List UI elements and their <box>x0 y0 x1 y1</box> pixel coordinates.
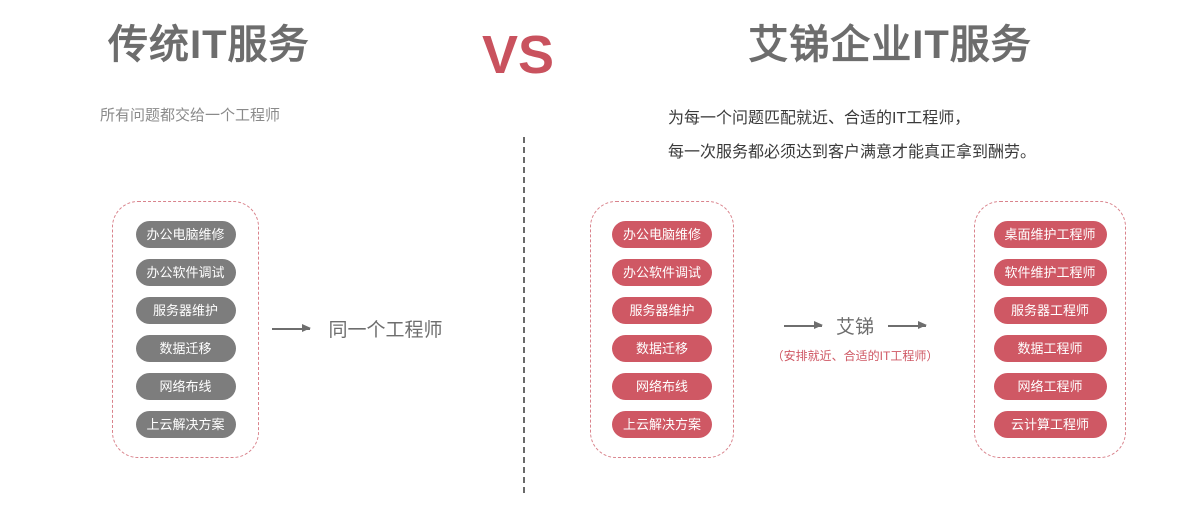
left-flow-label: 同一个工程师 <box>328 320 443 341</box>
right-service-list: 办公电脑维修 办公软件调试 服务器维护 数据迁移 网络布线 上云解决方案 <box>590 201 734 458</box>
list-item: 软件维护工程师 <box>993 259 1107 286</box>
list-item: 上云解决方案 <box>135 411 236 438</box>
list-item: 上云解决方案 <box>612 411 712 438</box>
list-item: 服务器维护 <box>135 297 236 324</box>
list-item: 网络布线 <box>612 373 712 400</box>
list-item: 数据迁移 <box>612 335 712 362</box>
list-item: 服务器维护 <box>612 297 712 324</box>
list-item: 办公软件调试 <box>135 259 236 286</box>
list-item: 数据工程师 <box>993 335 1107 362</box>
list-item: 云计算工程师 <box>993 411 1107 438</box>
arrow-right-icon <box>888 321 928 329</box>
left-service-list: 办公电脑维修 办公软件调试 服务器维护 数据迁移 网络布线 上云解决方案 <box>112 201 259 458</box>
list-item: 办公电脑维修 <box>612 221 712 248</box>
right-panel-subtitle: 为每一个问题匹配就近、合适的IT工程师， 每一次服务都必须达到客户满意才能真正拿… <box>668 102 1168 170</box>
left-panel-title: 传统IT服务 <box>108 23 310 67</box>
list-item: 网络工程师 <box>993 373 1107 400</box>
list-item: 服务器工程师 <box>993 297 1107 324</box>
right-panel-title: 艾锑企业IT服务 <box>748 23 1032 67</box>
right-flow-row: 艾锑 <box>752 312 958 339</box>
list-item: 网络布线 <box>135 373 236 400</box>
arrow-right-icon <box>272 324 311 332</box>
engineer-list: 桌面维护工程师 软件维护工程师 服务器工程师 数据工程师 网络工程师 云计算工程… <box>974 201 1126 458</box>
right-flow-label: 艾锑 <box>835 317 874 338</box>
list-item: 办公电脑维修 <box>135 221 236 248</box>
right-flow-group: 艾锑 （安排就近、合适的IT工程师） <box>752 312 958 364</box>
right-panel-subtitle-line-1: 为每一个问题匹配就近、合适的IT工程师， <box>668 110 971 127</box>
right-panel-subtitle-line-2: 每一次服务都必须达到客户满意才能真正拿到酬劳。 <box>668 144 1037 161</box>
vs-badge: VS <box>481 25 555 85</box>
list-item: 办公软件调试 <box>612 259 712 286</box>
list-item: 桌面维护工程师 <box>993 221 1107 248</box>
left-panel-subtitle: 所有问题都交给一个工程师 <box>100 107 281 124</box>
list-item: 数据迁移 <box>135 335 236 362</box>
arrow-right-icon <box>783 321 823 329</box>
left-flow-group: 同一个工程师 <box>272 315 442 342</box>
right-flow-note: （安排就近、合适的IT工程师） <box>771 349 939 363</box>
vertical-dashed-divider <box>523 137 525 493</box>
